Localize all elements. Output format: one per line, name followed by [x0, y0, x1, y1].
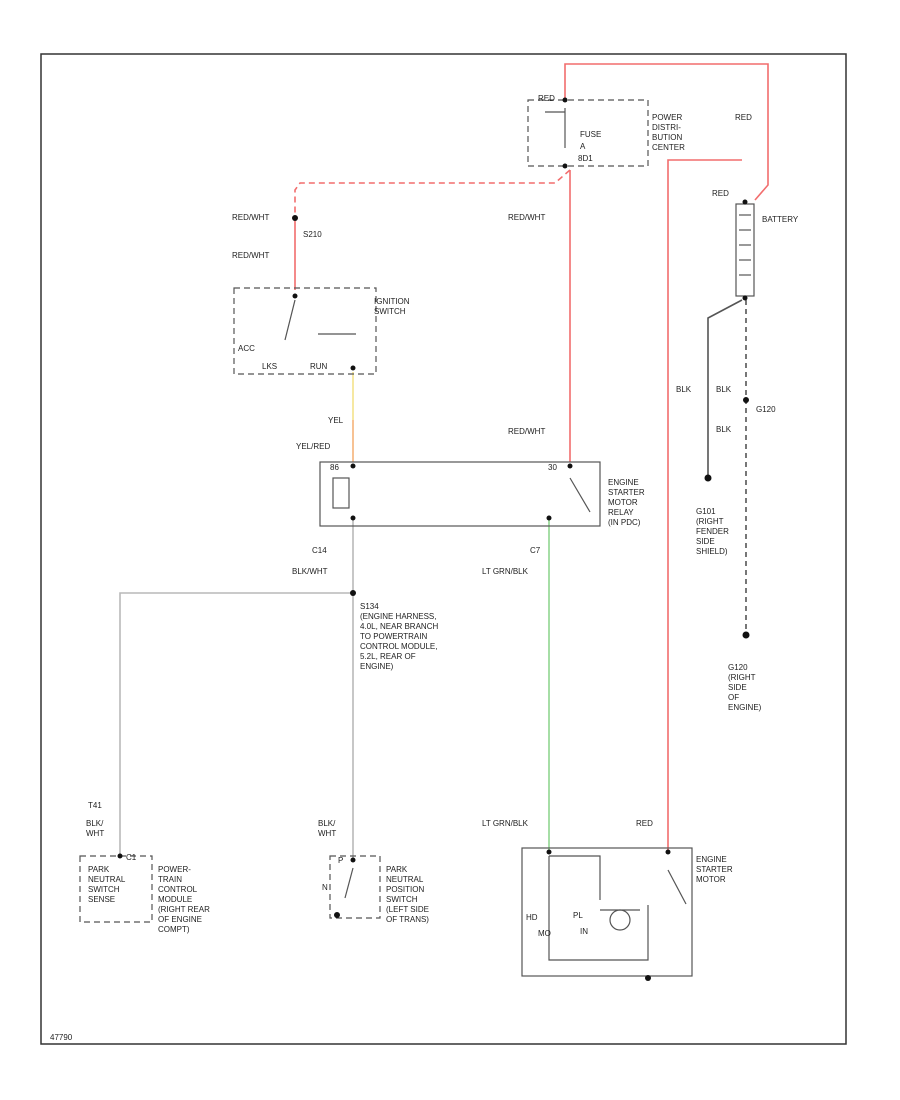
- label-fuse-name: FUSE: [580, 130, 601, 139]
- node-relay-c14: [350, 515, 356, 521]
- label-t41: T41: [88, 801, 102, 810]
- node-battery-neg: [742, 295, 748, 301]
- label-redwht-1: RED/WHT: [232, 213, 269, 222]
- label-fuse-num: 8D1: [578, 154, 593, 163]
- node-relay-86: [350, 463, 356, 469]
- label-relay-86: 86: [330, 463, 339, 472]
- label-c14: C14: [312, 546, 327, 555]
- label-battery: BATTERY: [762, 215, 799, 224]
- node-motor-red: [665, 849, 671, 855]
- label-figure-id: 47790: [50, 1033, 73, 1042]
- pdc-box: [527, 99, 649, 167]
- starter-motor-box: [521, 847, 693, 977]
- label-red-top: RED: [735, 113, 752, 122]
- label-motor-in: IN: [580, 927, 588, 936]
- node-motor-green: [546, 849, 552, 855]
- label-c7: C7: [530, 546, 541, 555]
- node-motor-ground: [645, 975, 651, 981]
- label-blk-wht: BLK/WHT: [292, 567, 328, 576]
- label-fuse-red: RED: [538, 94, 555, 103]
- wire-red-white-dashed: [294, 169, 571, 218]
- node-g120: [742, 631, 750, 639]
- wire-red-battery-to-fuse: [564, 63, 769, 201]
- node-s210: [292, 215, 298, 221]
- pcm-box: [79, 855, 153, 923]
- label-mo: MO: [538, 929, 551, 938]
- label-red-battery: RED: [712, 189, 729, 198]
- wire-red-to-starter-motor: [667, 159, 742, 852]
- label-lt-grn-blk-2: LT GRN/BLK: [482, 819, 529, 828]
- label-pn-n: N: [322, 883, 328, 892]
- label-acc: ACC: [238, 344, 255, 353]
- node-fuse-bottom: [562, 163, 568, 169]
- label-run: RUN: [310, 362, 328, 371]
- node-pcm: [117, 853, 123, 859]
- relay-switch-blade: [569, 477, 591, 513]
- label-redwht-2: RED/WHT: [232, 251, 269, 260]
- pnp-switch-box: [329, 855, 381, 919]
- starter-motor-switch: [667, 869, 687, 905]
- node-ignition-out: [350, 365, 356, 371]
- label-fuse-a: A: [580, 142, 586, 151]
- ignition-switch-box: [233, 287, 377, 375]
- label-g120-top: G120: [756, 405, 776, 414]
- node-pnp-ground: [334, 912, 340, 918]
- label-blk-3: BLK: [716, 425, 732, 434]
- node-relay-c7: [546, 515, 552, 521]
- label-relay-30: 30: [548, 463, 557, 472]
- battery-symbol: [735, 203, 755, 297]
- label-blk-2: BLK: [716, 385, 732, 394]
- label-lt-grn-blk-1: LT GRN/BLK: [482, 567, 529, 576]
- wire-blk-white-to-pcm: [119, 592, 353, 856]
- pnp-switch-blade: [344, 867, 354, 899]
- diagram-frame: [40, 53, 847, 1045]
- label-red-motor: RED: [636, 819, 653, 828]
- label-pn-p: P: [338, 856, 343, 865]
- label-blk-wht-2: BLK/WHT: [86, 819, 104, 838]
- node-fuse-top: [562, 97, 568, 103]
- label-blk-1: BLK: [676, 385, 692, 394]
- label-s210: S210: [303, 230, 322, 239]
- label-pl: PL: [573, 911, 583, 920]
- starter-solenoid-coil: [548, 855, 601, 900]
- starter-motor-internal: [548, 900, 649, 961]
- node-g120-splice: [743, 397, 749, 403]
- node-s134: [350, 590, 356, 596]
- node-pnp-top: [350, 857, 356, 863]
- starter-armature: [609, 909, 631, 931]
- relay-coil: [332, 477, 350, 509]
- label-blk-wht-3: BLK/WHT: [318, 819, 336, 838]
- label-redwht-4: RED/WHT: [508, 427, 545, 436]
- node-relay-30: [567, 463, 573, 469]
- wire-black-ground-g101: [707, 299, 743, 478]
- ignition-switch-blade: [284, 299, 296, 341]
- label-yel: YEL: [328, 416, 344, 425]
- label-redwht-3: RED/WHT: [508, 213, 545, 222]
- node-g101: [704, 474, 712, 482]
- label-hd: HD: [526, 913, 538, 922]
- starter-relay-box: [319, 461, 601, 527]
- node-ignition-in: [292, 293, 298, 299]
- node-battery-pos: [742, 199, 748, 205]
- label-pcm-c1: C1: [126, 853, 137, 862]
- label-lks: LKS: [262, 362, 277, 371]
- label-yel-red: YEL/RED: [296, 442, 330, 451]
